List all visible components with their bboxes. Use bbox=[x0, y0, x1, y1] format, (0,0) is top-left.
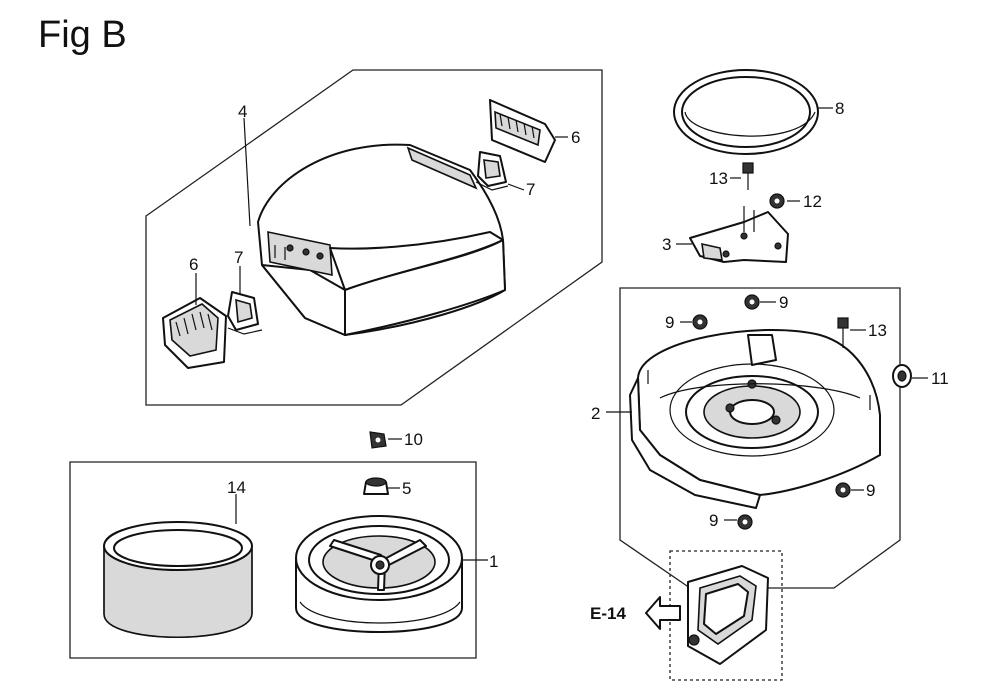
nut-9-right bbox=[835, 482, 851, 498]
cover-clip-right bbox=[475, 151, 509, 191]
reference-label: E-14 bbox=[590, 604, 626, 623]
starter-case bbox=[629, 329, 881, 509]
cover-clip-left bbox=[227, 291, 263, 335]
starter-plate bbox=[689, 206, 789, 263]
callout-9-left: 9 bbox=[665, 313, 674, 332]
group-outline-air-cleaner bbox=[69, 461, 477, 659]
callout-3: 3 bbox=[662, 235, 671, 254]
callout-13-right: 13 bbox=[868, 321, 887, 340]
reference-box bbox=[669, 550, 783, 681]
ring-gasket bbox=[673, 69, 819, 155]
nut-5 bbox=[363, 477, 389, 495]
nut-12 bbox=[769, 193, 785, 209]
air-cleaner-case bbox=[295, 515, 463, 633]
callout-14: 14 bbox=[227, 478, 246, 497]
group-outline-cover bbox=[145, 69, 603, 406]
callout-7-upper: 7 bbox=[526, 180, 535, 199]
callout-4: 4 bbox=[238, 102, 247, 121]
callout-7-lower: 7 bbox=[234, 248, 243, 267]
callout-10: 10 bbox=[404, 430, 423, 449]
foam-element bbox=[103, 521, 253, 638]
reference-arrow bbox=[645, 596, 681, 630]
callout-13-upper: 13 bbox=[709, 169, 728, 188]
callout-2: 2 bbox=[591, 404, 600, 423]
callout-9-bottom: 9 bbox=[709, 511, 718, 530]
bolt-right bbox=[837, 317, 849, 348]
callout-11: 11 bbox=[931, 369, 949, 388]
callout-12: 12 bbox=[803, 192, 822, 211]
bolt-upper bbox=[742, 162, 754, 190]
cover-grille-left bbox=[162, 297, 227, 369]
callout-9-right: 9 bbox=[866, 481, 875, 500]
grommet-11 bbox=[892, 364, 912, 388]
callout-6-upper: 6 bbox=[571, 128, 580, 147]
fan-cover bbox=[257, 143, 506, 336]
cover-grille-right bbox=[489, 99, 556, 163]
nut-9-top bbox=[744, 294, 760, 310]
callout-8: 8 bbox=[835, 99, 844, 118]
nut-9-left bbox=[692, 314, 708, 330]
reference-part-bracket bbox=[687, 565, 769, 665]
nut-10 bbox=[369, 431, 387, 449]
callout-6-lower: 6 bbox=[189, 255, 198, 274]
group-outline-starter bbox=[619, 287, 901, 589]
callout-9-top: 9 bbox=[779, 293, 788, 312]
nut-9-bottom bbox=[737, 514, 753, 530]
callout-1: 1 bbox=[489, 552, 498, 571]
callout-5: 5 bbox=[402, 479, 411, 498]
figure-title: Fig B bbox=[38, 14, 127, 56]
